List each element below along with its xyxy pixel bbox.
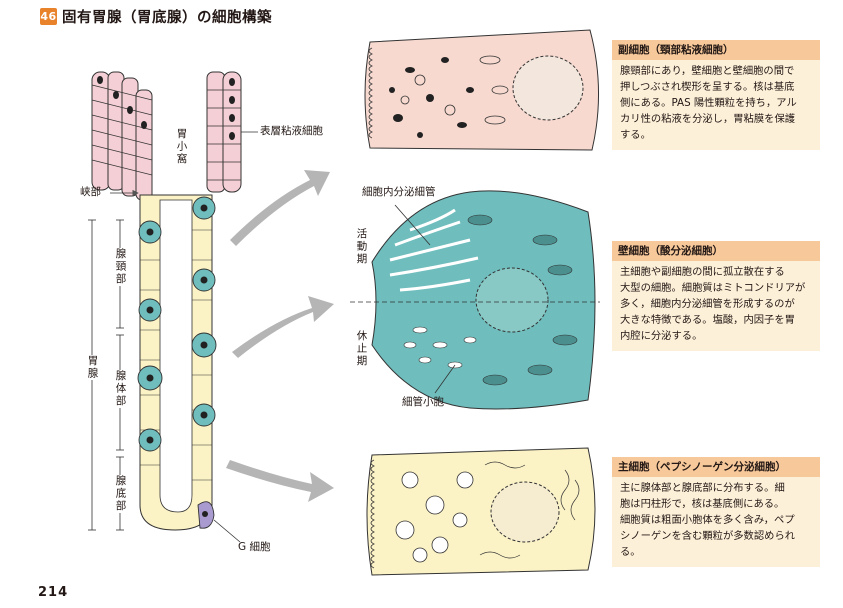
box-heading: 壁細胞（酸分泌細胞） xyxy=(612,241,820,262)
mucous-neck-cell-illustration xyxy=(364,29,599,151)
parietal-cell-box: 壁細胞（酸分泌細胞） 主細胞や副細胞の間に孤立散在する 大型の細胞。細胞質はミト… xyxy=(612,241,820,352)
parietal-cell-illustration xyxy=(371,190,596,410)
box-heading: 主細胞（ペプシノーゲン分泌細胞） xyxy=(612,457,820,478)
gastric-gland xyxy=(91,71,242,531)
neck-label: 腺頸部 xyxy=(114,248,127,286)
surface-mucous-cells xyxy=(91,71,242,201)
box-heading: 副細胞（頸部粘液細胞） xyxy=(612,40,820,61)
base-label: 腺底部 xyxy=(114,475,127,513)
surface-mucous-cell-label: 表層粘液細胞 xyxy=(260,125,323,137)
tubulovesicle-label: 細管小胞 xyxy=(402,396,444,408)
figure-title-text: 固有胃腺（胃底腺）の細胞構築 xyxy=(62,10,272,26)
figure-number-badge: 46 xyxy=(40,8,57,25)
g-cell-label: G 細胞 xyxy=(238,541,271,553)
isthmus-label: 峡部 xyxy=(80,186,101,198)
body-label: 腺体部 xyxy=(114,370,127,408)
resting-phase-label: 休止期 xyxy=(355,330,368,368)
gland-label: 胃腺 xyxy=(86,355,99,380)
parietal-cells xyxy=(137,196,217,452)
pointer-arrows xyxy=(226,170,334,502)
page-number: 214 xyxy=(38,585,69,600)
box-body: 主細胞や副細胞の間に孤立散在する 大型の細胞。細胞質はミトコンドリアが 多く，細… xyxy=(620,266,806,343)
chief-cell-box: 主細胞（ペプシノーゲン分泌細胞） 主に腺体部と腺底部に分布する。細 胞は円柱形で… xyxy=(612,457,820,568)
box-body: 主に腺体部と腺底部に分布する。細 胞は円柱形で，核は基底側にある。 細胞質は粗面… xyxy=(620,482,796,559)
active-phase-label: 活動期 xyxy=(355,228,368,266)
canaliculus-label: 細胞内分泌細管 xyxy=(362,186,436,198)
mucous-neck-cell-box: 副細胞（頸部粘液細胞） 腺頸部にあり，壁細胞と壁細胞の間で 押しつぶされ楔形を呈… xyxy=(612,40,820,151)
gastric-pit-label: 胃小窩 xyxy=(175,128,188,166)
box-body: 腺頸部にあり，壁細胞と壁細胞の間で 押しつぶされ楔形を呈する。核は基底 側にある… xyxy=(620,65,797,142)
chief-cell-illustration xyxy=(366,447,596,576)
figure-title: 46 固有胃腺（胃底腺）の細胞構築 xyxy=(40,6,272,27)
